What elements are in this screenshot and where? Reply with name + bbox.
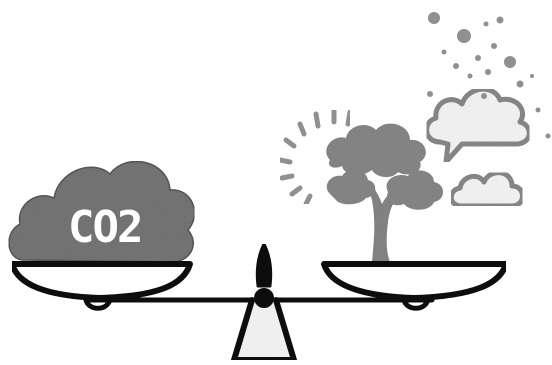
tree-icon bbox=[326, 124, 443, 262]
small-cloud-icon bbox=[451, 173, 522, 206]
balance-scale-icon bbox=[12, 244, 506, 360]
right-pan bbox=[324, 264, 506, 298]
stand bbox=[234, 300, 294, 360]
co2-label: CO2 bbox=[68, 202, 141, 253]
speech-cloud-icon bbox=[427, 89, 530, 162]
pointer bbox=[257, 244, 271, 286]
left-pan bbox=[12, 264, 190, 298]
